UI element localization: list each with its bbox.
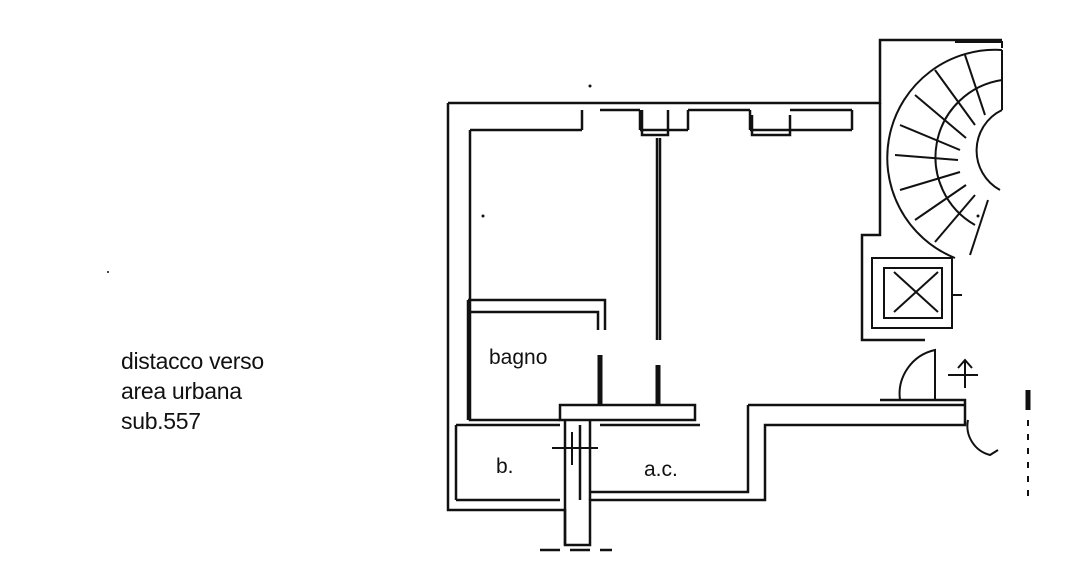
lower-room-wall [454,403,965,502]
entrance-door-swing [898,348,936,401]
room-label-room: a.c. [644,458,678,481]
lower-right-door-swing [966,419,999,457]
stair-treads [894,50,1003,256]
stair-outer-arc [886,48,1003,259]
bathroom-wall [466,298,607,420]
room-label-bathroom: bagno [489,346,547,369]
corridor-gate [552,432,598,465]
stair-inner-arc [975,109,1003,191]
door-jambs [597,355,1031,410]
elevator-car [883,267,943,319]
elevator-outer [871,257,953,329]
room-label-storage: b. [496,455,514,478]
stair-landing [955,41,1003,48]
top-wall-stubs [580,108,854,137]
door-swings [552,348,999,465]
right-wall [860,103,925,342]
scan-specks [107,84,980,273]
spiral-staircase [886,41,1003,259]
partition-wall [655,138,662,340]
wall-outlines [446,38,1002,552]
corridor-wall [558,403,697,545]
outer-wall-line [446,38,1002,547]
note-line-1: distacco verso [121,348,264,374]
elevator-shaft [871,257,962,329]
area-note: distacco verso area urbana sub.557 [121,346,264,436]
stair-arrow [948,358,978,388]
note-line-2: area urbana [121,378,242,404]
elevator-cross-b [893,271,939,313]
note-line-3: sub.557 [121,408,201,434]
